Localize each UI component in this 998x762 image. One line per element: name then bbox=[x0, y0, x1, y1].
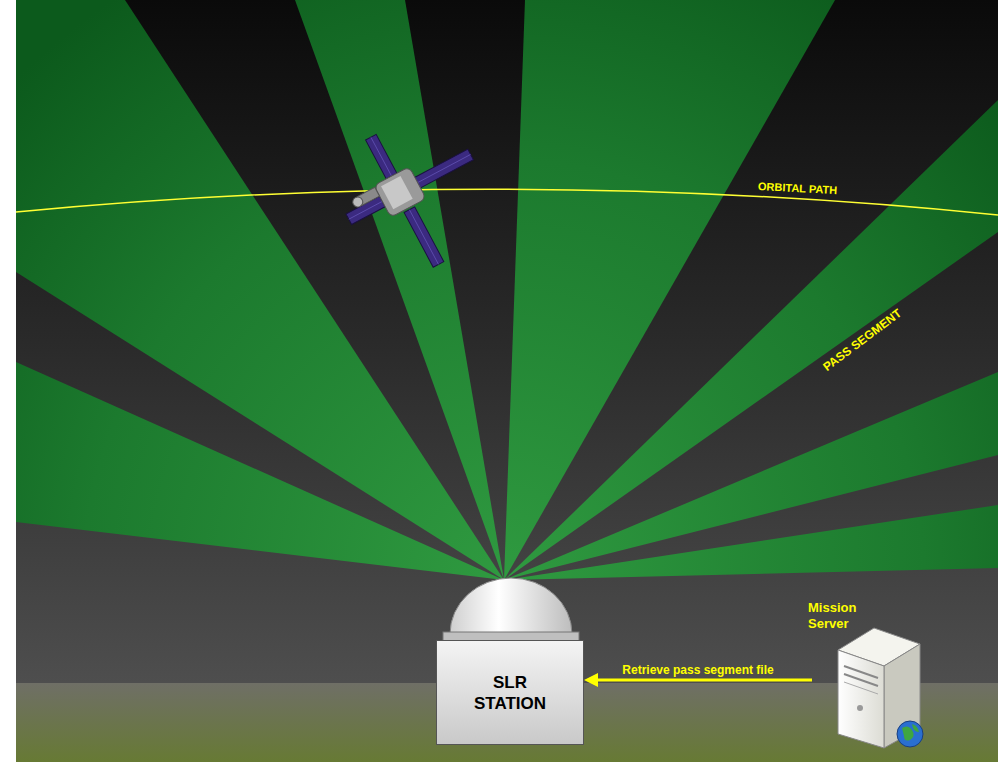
segment-label: PASS SEGMENT bbox=[820, 306, 904, 374]
server-label: Mission Server bbox=[808, 600, 866, 632]
path-label: ORBITAL PATH bbox=[758, 180, 838, 196]
station-label: SLR STATION bbox=[471, 672, 549, 714]
station-box: SLR STATION bbox=[436, 640, 584, 745]
arrow-label: Retrieve pass segment file bbox=[622, 663, 773, 677]
server-node: Mission Server bbox=[812, 600, 928, 752]
